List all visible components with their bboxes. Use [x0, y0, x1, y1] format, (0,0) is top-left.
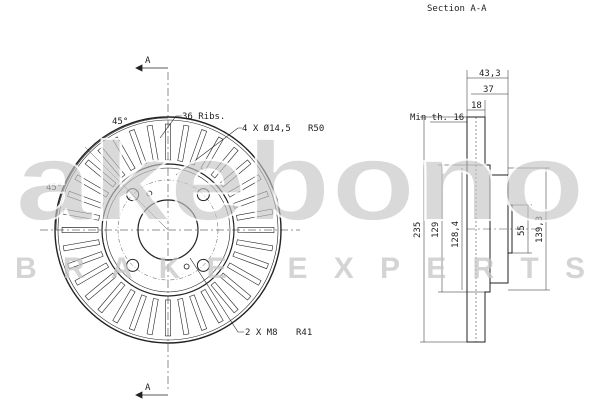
- cooling-rib: [61, 227, 99, 233]
- cooling-rib: [177, 124, 190, 162]
- leader-lines: [159, 115, 244, 333]
- cooling-rib: [146, 298, 159, 336]
- wheel-bolt-hole: [196, 258, 210, 272]
- min-thickness-label: Min th. 16: [410, 113, 464, 123]
- watermark: akebono BRAKE EXPERTS: [14, 118, 586, 285]
- section-title: Section A-A: [427, 4, 487, 14]
- cooling-rib: [67, 251, 104, 270]
- cooling-rib: [232, 251, 269, 270]
- vertical-dimensions: [420, 116, 550, 343]
- cooling-rib: [189, 294, 208, 331]
- angle-left-label: 45°: [46, 183, 62, 193]
- disc-section-view: [466, 116, 540, 343]
- wheel-bolt-hole: [196, 188, 210, 202]
- dim-129: 129: [431, 222, 441, 238]
- cooling-rib: [97, 281, 126, 314]
- cooling-rib: [112, 136, 136, 172]
- cooling-rib: [210, 281, 239, 314]
- ribs-label: 36 Ribs.: [182, 112, 225, 122]
- holes-label: 4 X Ø14,5: [242, 123, 291, 134]
- cooling-rib: [177, 298, 190, 336]
- cooling-rib: [62, 208, 100, 221]
- wheel-bolt-hole: [126, 258, 140, 272]
- cooling-rib: [237, 227, 275, 233]
- cooling-rib: [236, 239, 274, 252]
- cooling-rib: [128, 129, 147, 166]
- watermark-brand: akebono: [15, 119, 585, 244]
- angle-ray: [84, 146, 169, 231]
- cooling-rib: [226, 174, 262, 198]
- section-marker-bottom: A: [145, 383, 151, 393]
- dim-128-4: 128,4: [451, 221, 461, 248]
- dim-55: 55: [517, 225, 527, 236]
- cooling-rib: [128, 294, 147, 331]
- cooling-rib: [84, 272, 117, 301]
- hat-outline: [490, 174, 509, 284]
- dim-139-3: 139,3: [535, 216, 545, 243]
- dim-43-3: 43,3: [479, 69, 501, 79]
- cooling-ribs: [61, 123, 275, 337]
- holes-leader: [175, 127, 242, 176]
- cooling-rib: [146, 124, 159, 162]
- cooling-rib: [200, 288, 224, 324]
- angle-arc-left: [55, 150, 90, 231]
- dim-37: 37: [483, 85, 494, 95]
- cooling-rib: [226, 262, 262, 286]
- cooling-rib: [165, 299, 171, 337]
- angle-annotations: [55, 117, 169, 231]
- cooling-rib: [189, 129, 208, 166]
- cooling-rib: [210, 146, 239, 179]
- cooling-rib: [219, 159, 252, 188]
- threads-label: 2 X M8: [245, 328, 278, 338]
- section-arrow-bottom: [135, 391, 143, 399]
- bolt-holes: [126, 188, 210, 272]
- threads-radius-label: R41: [296, 328, 312, 338]
- center-lines: [40, 72, 300, 392]
- cooling-rib: [219, 272, 252, 301]
- cooling-rib: [74, 174, 110, 198]
- cooling-rib: [67, 190, 104, 209]
- wheel-bolt-hole: [126, 188, 140, 202]
- dim-235: 235: [413, 222, 423, 238]
- thread-hole: [146, 190, 153, 197]
- ring-outline: [466, 116, 491, 343]
- cooling-rib: [84, 159, 117, 188]
- cooling-rib: [165, 123, 171, 161]
- section-marker-top: A: [145, 56, 151, 66]
- dim-18: 18: [471, 101, 482, 111]
- cooling-rib: [74, 262, 110, 286]
- cooling-rib: [232, 190, 269, 209]
- cooling-rib: [112, 288, 136, 324]
- holes-radius-label: R50: [308, 124, 324, 134]
- horizontal-dimensions: [430, 70, 509, 175]
- thread-hole: [183, 263, 190, 270]
- cooling-rib: [62, 239, 100, 252]
- cooling-rib: [97, 146, 126, 179]
- angle-arc-top: [88, 117, 169, 152]
- threads-leader: [189, 257, 244, 333]
- angle-top-label: 45°: [112, 117, 128, 127]
- cooling-rib: [236, 208, 274, 221]
- ribs-leader: [159, 115, 182, 139]
- watermark-tagline: BRAKE EXPERTS: [15, 252, 585, 285]
- section-markers: [135, 64, 168, 399]
- section-arrow-top: [135, 64, 143, 72]
